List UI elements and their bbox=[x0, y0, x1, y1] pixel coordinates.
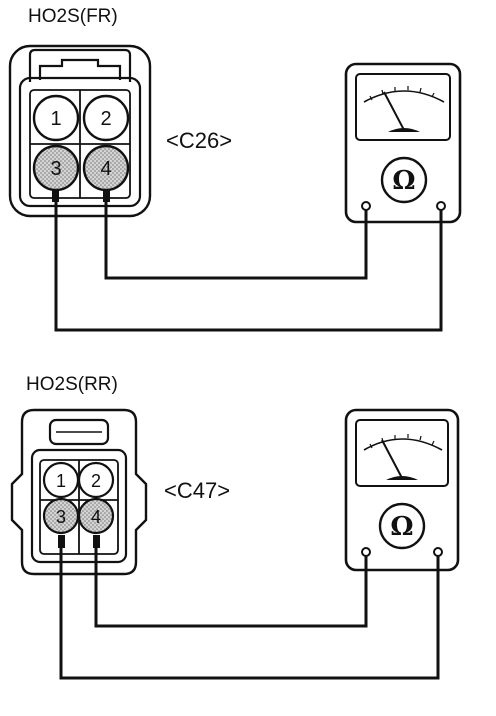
ohmmeter-rear: Ω bbox=[344, 408, 460, 572]
pin-number: 4 bbox=[100, 158, 111, 180]
wires-rear bbox=[59, 548, 440, 680]
meter-terminal-right bbox=[433, 547, 443, 557]
ohm-dial-icon bbox=[380, 156, 428, 204]
connector-front bbox=[8, 44, 152, 218]
pin-number: 1 bbox=[56, 471, 66, 491]
pin-2-front: 2 bbox=[82, 94, 130, 142]
connector-code-rear: <C47> bbox=[164, 478, 231, 503]
meter-terminal-left bbox=[361, 201, 371, 211]
meter-terminal-left bbox=[361, 547, 371, 557]
pin-3-front: 3 bbox=[32, 144, 80, 192]
pin-3-rear: 3 bbox=[42, 497, 80, 535]
sensor-title-rear: HO2S(RR) bbox=[26, 374, 118, 395]
probe-tip bbox=[93, 535, 100, 548]
pin-number: 3 bbox=[56, 507, 66, 527]
wire-pin4-to-meter bbox=[104, 202, 368, 280]
probe-tip bbox=[103, 190, 110, 202]
pin-number: 2 bbox=[100, 108, 111, 130]
wire-pin3-to-meter bbox=[59, 548, 440, 680]
pin-number: 4 bbox=[91, 507, 101, 527]
pin-4-front: 4 bbox=[82, 144, 130, 192]
pin-number: 2 bbox=[91, 471, 101, 491]
probe-tip bbox=[52, 190, 59, 202]
pin-2-rear: 2 bbox=[77, 461, 115, 499]
meter-needle bbox=[383, 91, 405, 131]
ohm-symbol: Ω bbox=[390, 512, 413, 542]
pin-number: 1 bbox=[50, 108, 61, 130]
meter-terminal-right bbox=[436, 201, 446, 211]
connector-code-front: <C26> bbox=[166, 128, 233, 153]
pin-number: 3 bbox=[50, 158, 61, 180]
pin-1-rear: 1 bbox=[42, 461, 80, 499]
ohm-dial-icon bbox=[378, 502, 426, 550]
pin-4-rear: 4 bbox=[77, 497, 115, 535]
wire-pin4-to-meter bbox=[94, 548, 368, 628]
connector-rear bbox=[10, 408, 148, 576]
sensor-title-front: HO2S(FR) bbox=[28, 6, 118, 27]
meter-needle bbox=[381, 439, 403, 479]
pin-1-front: 1 bbox=[32, 94, 80, 142]
ohmmeter-front: Ω bbox=[344, 62, 462, 224]
wires-front bbox=[54, 202, 443, 332]
ohm-symbol: Ω bbox=[392, 166, 415, 196]
probe-tip bbox=[58, 535, 65, 548]
wire-pin3-to-meter bbox=[54, 202, 443, 332]
